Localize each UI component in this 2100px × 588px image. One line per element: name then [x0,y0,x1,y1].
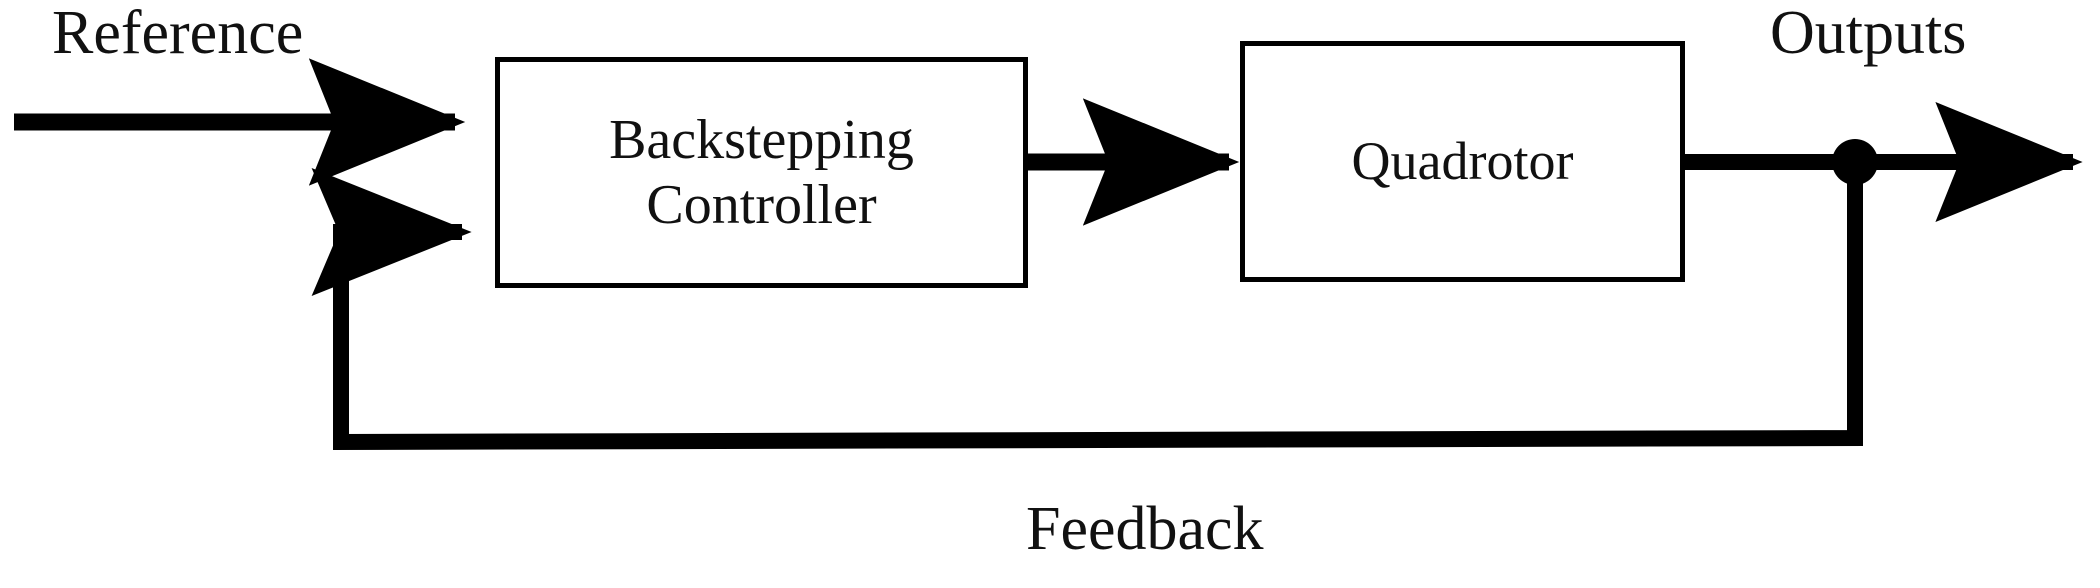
feedback-path [311,162,1863,451]
outputs-label: Outputs [1770,0,1967,67]
block-controller-line-2: Controller [646,173,877,236]
reference-label: Reference [52,0,304,67]
block-quadrotor: Quadrotor [1240,41,1685,282]
block-quadrotor-line-1: Quadrotor [1351,131,1574,192]
feedback-label: Feedback [1026,495,1264,563]
block-controller-line-1: Backstepping [609,108,914,171]
block-backstepping-controller: Backstepping Controller [495,57,1028,288]
